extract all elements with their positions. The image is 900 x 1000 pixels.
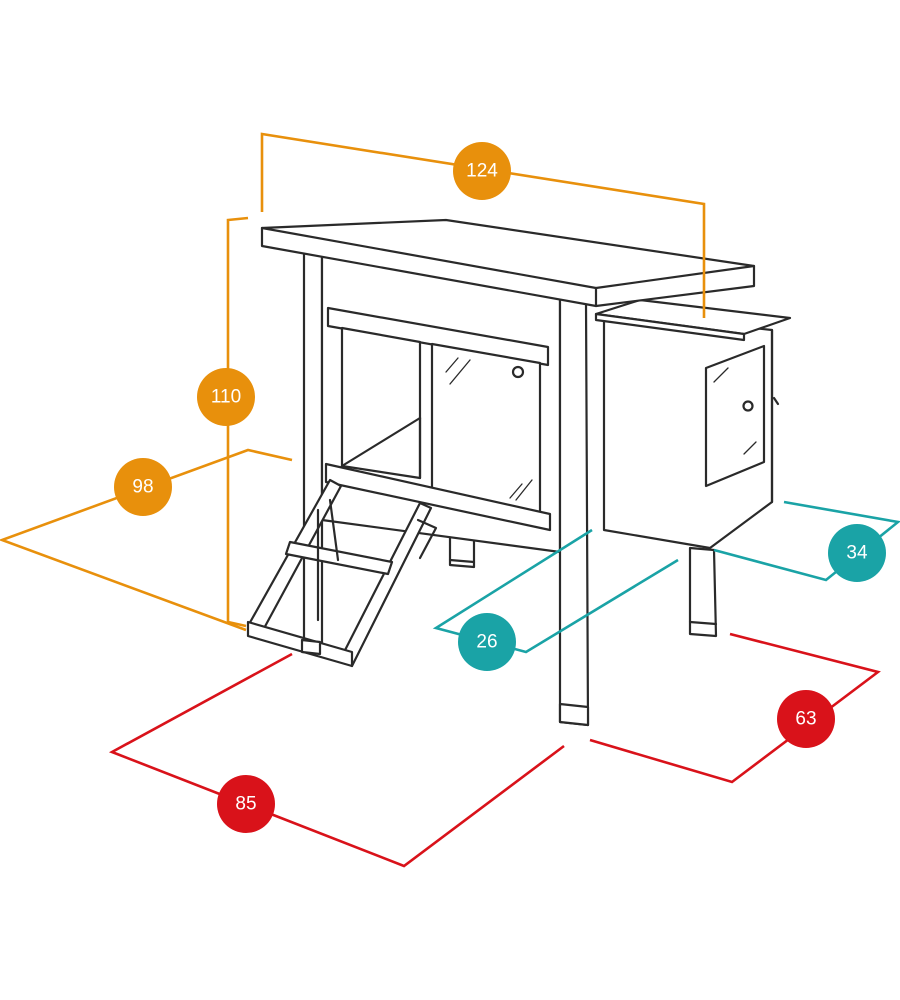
right-window	[430, 342, 542, 514]
badge-footprint-width: 85	[217, 775, 275, 833]
label-nest-box-depth: 34	[846, 543, 868, 564]
label-footprint-depth: 63	[795, 709, 816, 730]
badge-overall-width: 124	[453, 142, 511, 200]
label-footprint-width: 85	[235, 794, 256, 815]
nest-box	[602, 310, 780, 550]
label-depth: 98	[132, 477, 153, 498]
front-right-post	[558, 296, 590, 727]
bottom-rail	[324, 462, 552, 532]
left-post	[302, 246, 324, 645]
coop-illustration	[246, 218, 792, 727]
badge-depth: 98	[114, 458, 172, 516]
badge-nest-box-width: 26	[458, 613, 516, 671]
label-overall-width: 124	[466, 161, 498, 182]
ramp-ladder	[246, 478, 438, 668]
top-rail	[326, 306, 550, 367]
dim-line-footprint-depth	[589, 632, 881, 784]
label-overall-height: 110	[211, 387, 241, 408]
nest-box-lid	[594, 298, 792, 342]
label-nest-box-width: 26	[476, 632, 497, 653]
badge-overall-height: 110	[197, 368, 255, 426]
main-roof	[260, 218, 756, 308]
dim-line-footprint-width	[108, 652, 565, 868]
nest-box-leg	[688, 546, 718, 638]
badge-nest-box-depth: 34	[828, 524, 886, 582]
left-window	[340, 326, 422, 480]
badge-footprint-depth: 63	[777, 690, 835, 748]
dimension-badges: 124 110 98 26 34 63 85	[114, 142, 886, 833]
